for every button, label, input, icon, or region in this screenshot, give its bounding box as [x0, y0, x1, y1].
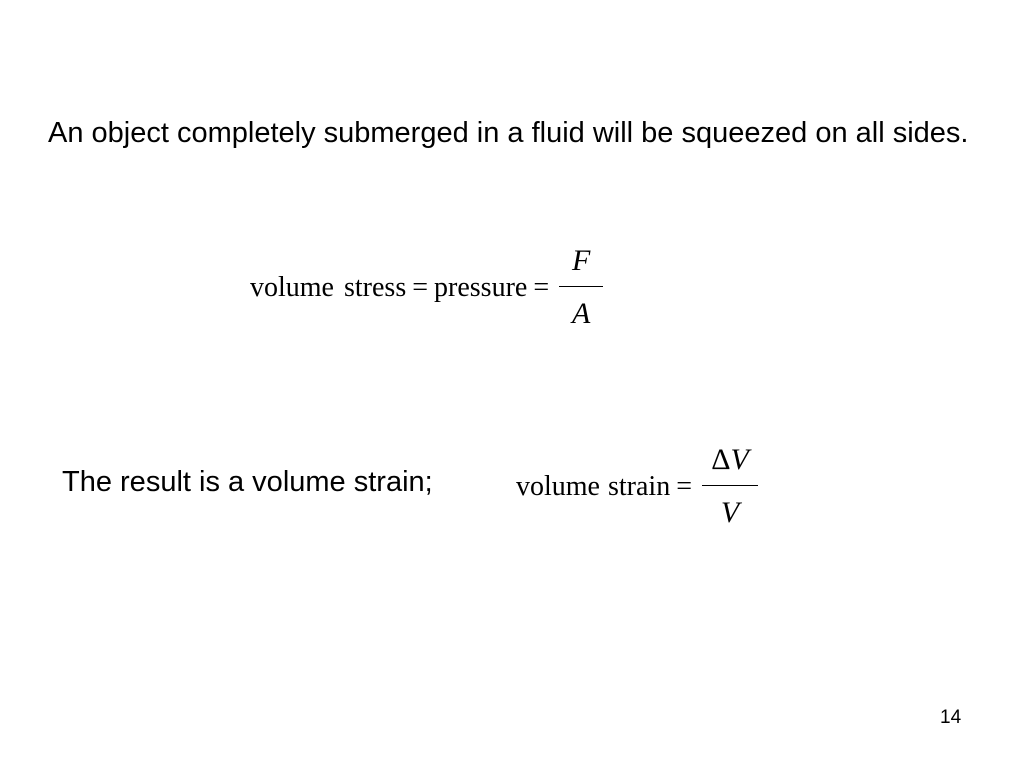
- fraction-denominator-volume: V: [720, 496, 740, 529]
- eq2-equals-sign: =: [676, 470, 693, 502]
- delta-symbol: Δ: [711, 443, 731, 476]
- page-number: 14: [940, 707, 962, 728]
- intro-paragraph: An object completely submerged in a flui…: [48, 117, 969, 149]
- eq1-stress-word: stress: [344, 271, 407, 303]
- eq1-volume-word: volume: [250, 271, 334, 303]
- volume-stress-equation: volume stress = pressure = F A: [250, 244, 604, 331]
- eq2-strain-word: strain: [608, 470, 671, 502]
- fraction-denominator-area: A: [571, 297, 591, 330]
- fraction-bar: [702, 485, 759, 486]
- volume-strain-equation: volume strain = ΔV V: [516, 443, 759, 530]
- fraction-numerator-delta-v: ΔV: [707, 443, 753, 477]
- eq1-pressure-word: pressure: [434, 271, 528, 303]
- eq1-equals-sign-2: =: [533, 271, 550, 303]
- fraction-bar: [559, 286, 604, 287]
- result-statement: The result is a volume strain;: [62, 466, 433, 498]
- fraction-numerator-force: F: [571, 244, 591, 277]
- delta-v-over-v-fraction: ΔV V: [702, 443, 759, 530]
- force-over-area-fraction: F A: [559, 244, 604, 331]
- numerator-volume-var: V: [730, 443, 749, 476]
- eq1-equals-sign-1: =: [412, 271, 429, 303]
- eq2-volume-word: volume: [516, 470, 600, 502]
